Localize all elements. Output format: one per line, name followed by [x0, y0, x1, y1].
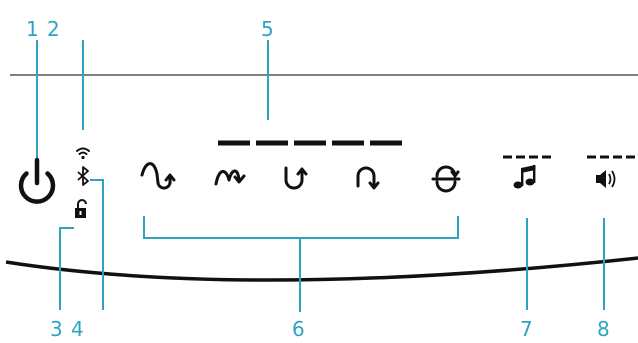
- callout-number-lock: 3: [50, 317, 63, 341]
- callout-number-modes: 6: [292, 317, 305, 341]
- callout-line-bluetooth: [90, 179, 104, 310]
- callout-bracket-modes: [143, 216, 459, 239]
- power-icon[interactable]: [18, 157, 56, 204]
- bluetooth-icon: [77, 166, 89, 186]
- curve-up-arrow-icon[interactable]: [140, 162, 176, 190]
- speaker-volume-icon[interactable]: [596, 170, 616, 188]
- unlock-icon: [75, 199, 87, 218]
- music-note-icon[interactable]: [513, 165, 536, 189]
- mode-icons: [140, 162, 461, 193]
- callout-number-music: 7: [520, 317, 533, 341]
- arch-down-icon[interactable]: [356, 166, 380, 190]
- loop-icon[interactable]: [431, 165, 461, 193]
- callout-number-bluetooth: 4: [71, 317, 84, 341]
- callout-number-wifi: 2: [47, 17, 60, 41]
- callout-number-segment-display: 5: [261, 17, 274, 41]
- device-bottom-edge: [5, 256, 638, 282]
- callout-lines: [36, 40, 605, 312]
- callout-number-power: 1: [26, 17, 39, 41]
- u-turn-up-icon[interactable]: [284, 166, 308, 190]
- callout-line-lock: [59, 227, 74, 310]
- wifi-icon: [76, 147, 90, 160]
- callout-number-volume: 8: [597, 317, 610, 341]
- wave-arrow-icon[interactable]: [214, 169, 246, 186]
